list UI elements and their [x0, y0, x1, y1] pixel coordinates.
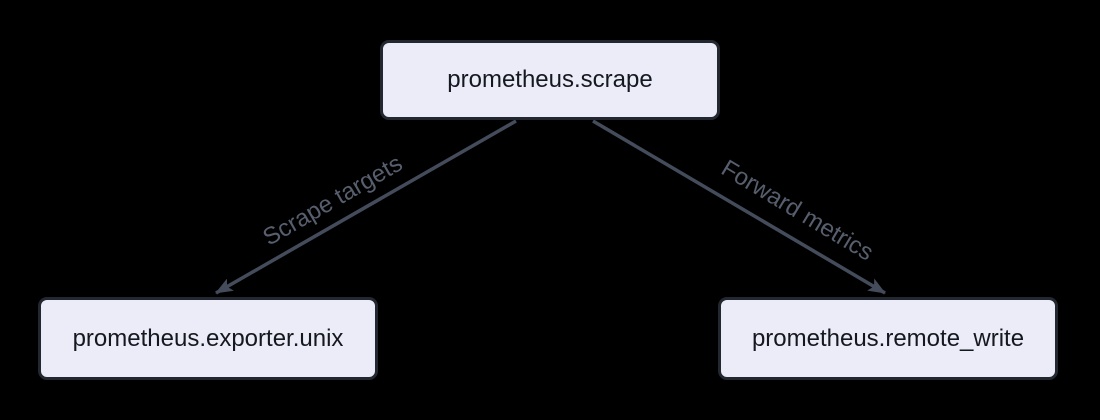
node-label: prometheus.remote_write — [751, 324, 1025, 352]
edge-scrape-to-exporter — [215, 119, 517, 295]
node-prometheus-exporter-unix: prometheus.exporter.unix — [38, 297, 378, 380]
node-prometheus-scrape: prometheus.scrape — [380, 40, 720, 120]
node-label: prometheus.exporter.unix — [72, 324, 344, 352]
edge-scrape-to-remote-write — [592, 119, 886, 295]
node-prometheus-remote-write: prometheus.remote_write — [718, 297, 1058, 380]
node-label: prometheus.scrape — [447, 66, 653, 93]
